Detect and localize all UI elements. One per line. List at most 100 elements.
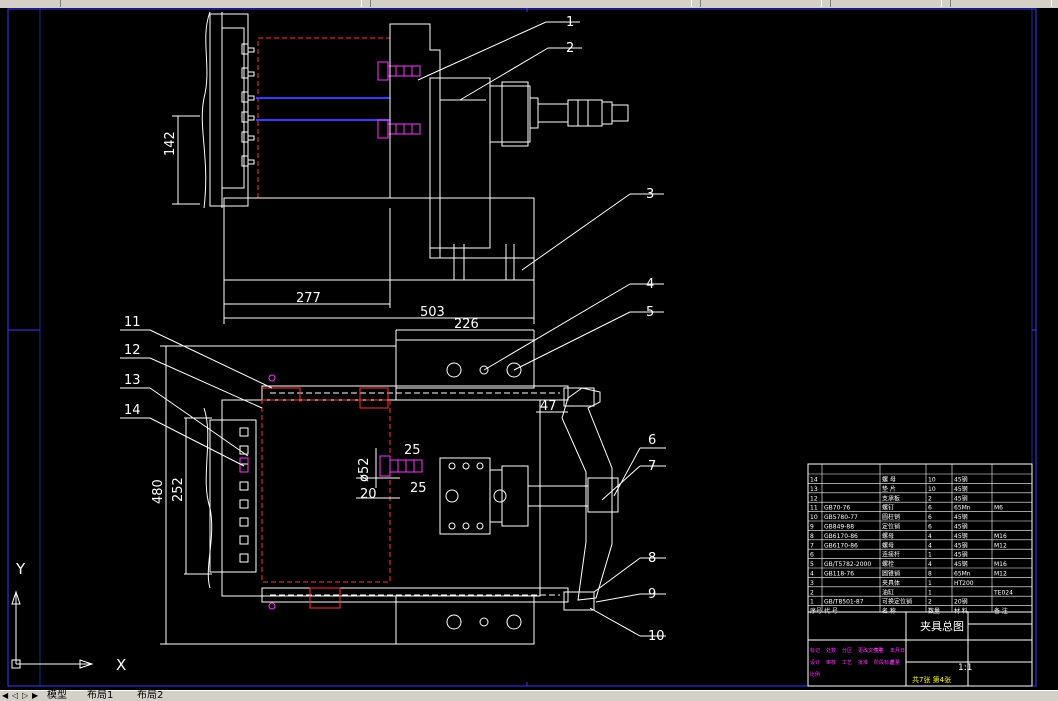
bom-cell: M16 xyxy=(994,533,1007,540)
signature-label: 重量 xyxy=(890,659,900,666)
bom-cell: 45钢 xyxy=(954,560,968,568)
balloon-11: 11 xyxy=(124,315,141,330)
bom-cell: GB6170-86 xyxy=(824,533,858,540)
bom-cell: 2 xyxy=(810,589,814,596)
bom-cell: 65Mn xyxy=(954,571,971,578)
balloon-7: 7 xyxy=(648,459,656,474)
bom-cell: M12 xyxy=(994,542,1007,549)
bom-cell: 螺母 xyxy=(882,541,894,549)
tab-layout2[interactable]: 布局2 xyxy=(137,690,164,701)
bom-cell: 45钢 xyxy=(954,523,968,531)
bom-cell: 定位销 xyxy=(882,523,900,531)
layout-tab-bar: ◀ ◁ ▷ ▶ 模型 布局1 布局2 xyxy=(0,690,1058,701)
bom-cell: 13 xyxy=(810,486,818,493)
signature-label: 签名 xyxy=(874,647,884,654)
bom-cell: 45钢 xyxy=(954,476,968,484)
balloon-9: 9 xyxy=(648,587,656,602)
dim-503: 503 xyxy=(420,305,445,320)
bom-cell: 6 xyxy=(928,524,932,531)
bom-cell: 圆柱销 xyxy=(882,513,900,521)
toolbar-field[interactable] xyxy=(700,0,822,7)
bom-cell: M16 xyxy=(994,561,1007,568)
bom-cell: 夹具体 xyxy=(882,579,900,587)
bom-cell: GB5780-77 xyxy=(824,514,858,521)
bom-cell: 油缸 xyxy=(882,588,894,596)
front-view xyxy=(160,329,619,645)
bom-cell: M6 xyxy=(994,505,1003,512)
toolbar-field[interactable] xyxy=(370,0,692,7)
bom-cell: 1 xyxy=(928,589,932,596)
bom-cell: HT200 xyxy=(954,580,974,587)
last-tab-arrow-icon[interactable]: ▶ xyxy=(32,691,39,700)
bom-cell: 4 xyxy=(928,533,932,540)
next-tab-arrow-icon[interactable]: ▷ xyxy=(22,691,29,700)
bom-cell: GB849-88 xyxy=(824,524,854,531)
ucs-y-label: Y xyxy=(15,560,26,578)
bom-cell: 45钢 xyxy=(954,494,968,502)
bom-cell: 12 xyxy=(810,495,818,502)
dim-142: 142 xyxy=(163,131,178,156)
bom-cell: 垫 片 xyxy=(882,485,896,493)
bom-cell: 10 xyxy=(928,486,936,493)
bom-cell: M12 xyxy=(994,571,1007,578)
toolbar-field[interactable] xyxy=(950,0,1052,7)
bom-header-cell: 名 称 xyxy=(882,607,896,615)
bom-header-cell: 数量 xyxy=(928,607,940,615)
signature-label: 阶段标记 xyxy=(874,659,894,666)
sheet-count: 共7张 第4张 xyxy=(912,675,951,684)
signature-label: 审核 xyxy=(826,659,836,666)
bom-cell: GB/T8501-87 xyxy=(824,599,864,606)
balloon-8: 8 xyxy=(648,551,656,566)
bom-header-cell: 材 料 xyxy=(954,607,968,615)
bom-cell: 11 xyxy=(810,505,818,512)
bom-cell: TE024 xyxy=(993,589,1013,596)
bom-cell: 螺 母 xyxy=(882,476,896,484)
bom-header-cell: 备 注 xyxy=(994,607,1008,615)
toolbar-strip xyxy=(0,0,1058,8)
bom-cell: 支承板 xyxy=(882,494,900,502)
balloon-14: 14 xyxy=(124,403,141,418)
bom-cell: 螺栓 xyxy=(882,560,894,568)
bom-cell: 45钢 xyxy=(954,551,968,559)
bom-cell: 4 xyxy=(928,542,932,549)
dim-47: 47 xyxy=(540,399,557,414)
toolbar-field[interactable] xyxy=(830,0,942,7)
bom-cell: 8 xyxy=(810,533,814,540)
bom-cell: 螺母 xyxy=(882,532,894,540)
bom-cell: 2 xyxy=(928,495,932,502)
ucs-icon xyxy=(11,590,94,669)
bom-cell: GB/T5782-2000 xyxy=(824,561,871,568)
bom-cell: 8 xyxy=(928,571,932,578)
balloon-12: 12 xyxy=(124,343,141,358)
signature-label: 工艺 xyxy=(842,660,852,666)
drawing-title: 夹具总图 xyxy=(920,619,964,633)
balloon-13: 13 xyxy=(124,373,141,388)
signature-label: 标记 xyxy=(810,647,820,654)
prev-tab-arrow-icon[interactable]: ◁ xyxy=(12,691,19,700)
bom-cell: 4 xyxy=(810,571,814,578)
bom-cell: 连接杆 xyxy=(882,551,900,559)
signature-label: 设计 xyxy=(810,659,820,666)
toolbar-field[interactable] xyxy=(60,0,362,7)
tab-layout1[interactable]: 布局1 xyxy=(87,690,114,701)
bom-cell: 3 xyxy=(810,580,814,587)
bom-cell: 1 xyxy=(928,552,932,559)
first-tab-arrow-icon[interactable]: ◀ xyxy=(2,691,9,700)
dim-25-bottom: 25 xyxy=(410,481,427,496)
balloon-6: 6 xyxy=(648,433,656,448)
bom-cell: 20钢 xyxy=(954,598,968,606)
signature-label: 批准 xyxy=(858,659,868,666)
tab-model[interactable]: 模型 xyxy=(47,690,67,701)
bom-cell: GB70-76 xyxy=(824,505,850,512)
bom-header-cell: 序号 xyxy=(810,607,822,615)
signature-label: 分区 xyxy=(842,647,852,654)
balloon-4: 4 xyxy=(646,277,654,292)
bom-cell: GB118-76 xyxy=(824,571,854,578)
balloon-2: 2 xyxy=(566,41,574,56)
leader-lines xyxy=(120,21,666,637)
dim-20: 20 xyxy=(360,487,377,502)
bom-cell: 10 xyxy=(810,514,818,521)
balloon-1: 1 xyxy=(566,15,574,30)
